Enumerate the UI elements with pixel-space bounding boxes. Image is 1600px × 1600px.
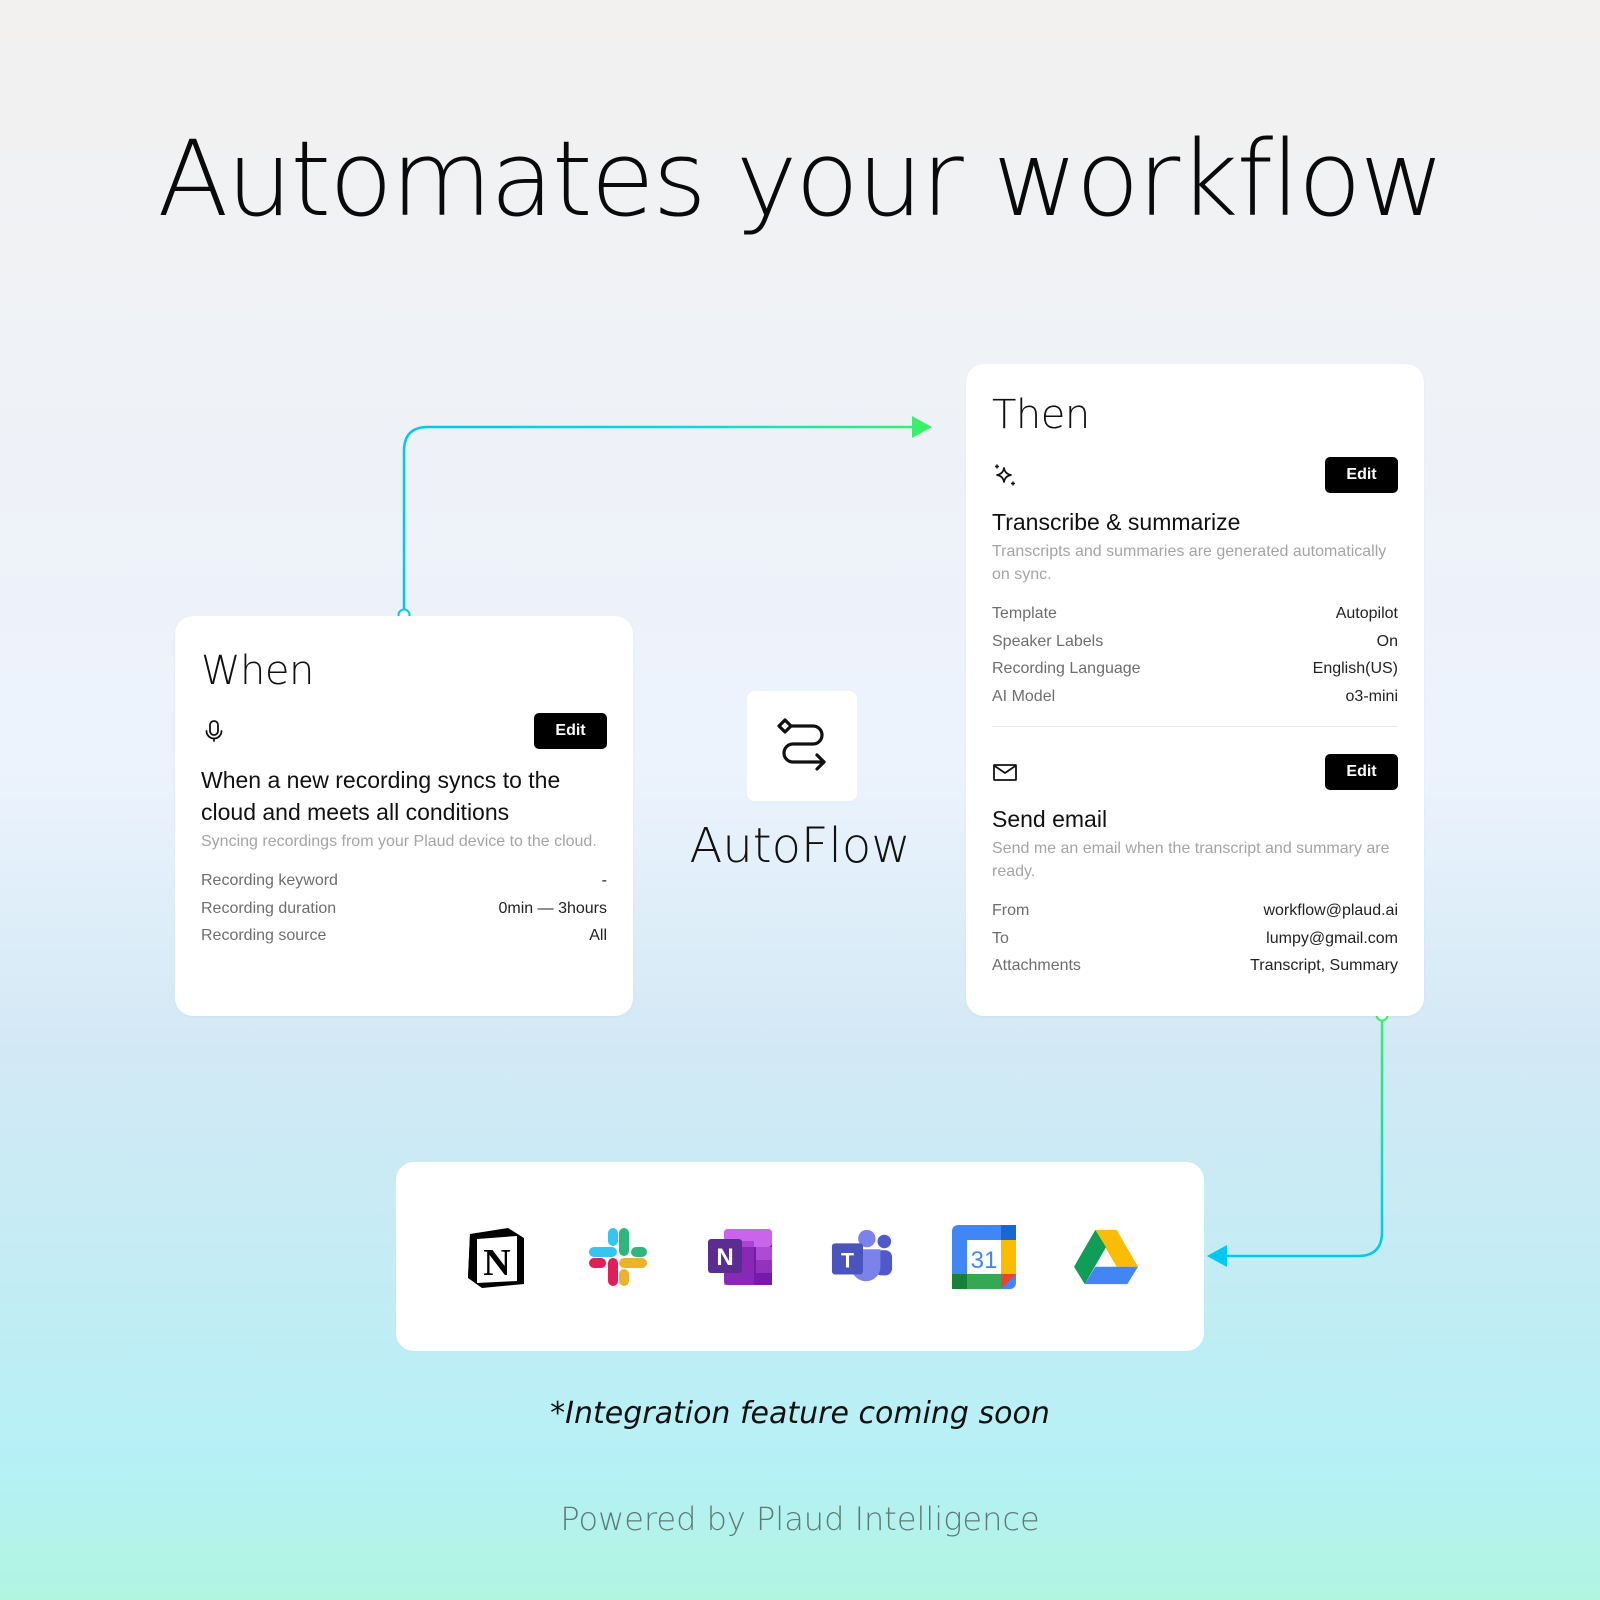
condition-label: Recording duration xyxy=(201,899,337,917)
page-headline: Automates your workflow xyxy=(157,118,1444,240)
transcribe-title: Transcribe & summarize xyxy=(992,509,1241,535)
autoflow-icon-box xyxy=(747,691,857,801)
arrow-head-right xyxy=(912,416,932,438)
svg-text:T: T xyxy=(841,1248,854,1272)
when-trigger-header: Edit xyxy=(201,712,607,750)
powered-by-footer: Powered by Plaud Intelligence xyxy=(560,1500,1040,1538)
transcribe-description: Transcripts and summaries are generated … xyxy=(992,543,1387,583)
then-card-title: Then xyxy=(992,392,1090,438)
setting-label: To xyxy=(992,929,1009,947)
setting-value: workflow@plaud.ai xyxy=(1263,902,1398,919)
onenote-icon[interactable]: N xyxy=(708,1224,772,1290)
microphone-icon xyxy=(201,718,227,744)
then-card: Then Edit Transcribe & summarize Transcr… xyxy=(966,364,1424,1016)
svg-text:N: N xyxy=(716,1244,733,1271)
setting-label: Template xyxy=(992,605,1057,622)
svg-text:N: N xyxy=(483,1242,510,1284)
condition-value: 0min — 3hours xyxy=(498,899,608,917)
when-card-title: When xyxy=(201,648,314,694)
condition-row: Recording duration 0min — 3hours xyxy=(201,895,607,923)
google-drive-icon[interactable] xyxy=(1074,1224,1138,1290)
action-divider xyxy=(992,726,1398,727)
sparkle-icon xyxy=(992,462,1018,488)
condition-value: - xyxy=(601,872,607,889)
when-card: When Edit When a new recording syncs to … xyxy=(175,616,633,1016)
condition-label: Recording keyword xyxy=(201,872,338,889)
integration-note: *Integration feature coming soon xyxy=(550,1396,1050,1431)
setting-value: Autopilot xyxy=(1335,605,1398,622)
condition-row: Recording keyword - xyxy=(201,867,607,895)
condition-row: Recording source All xyxy=(201,922,607,950)
mail-icon xyxy=(992,759,1018,785)
slack-icon[interactable] xyxy=(586,1224,650,1290)
email-settings-list: From workflow@plaud.ai To lumpy@gmail.co… xyxy=(992,897,1398,980)
setting-row: AI Model o3-mini xyxy=(992,683,1398,711)
setting-row: From workflow@plaud.ai xyxy=(992,897,1398,925)
email-edit-button[interactable]: Edit xyxy=(1325,754,1398,790)
setting-row: Recording Language English(US) xyxy=(992,655,1398,683)
when-trigger-description: Syncing recordings from your Plaud devic… xyxy=(201,833,597,850)
autoflow-label: AutoFlow xyxy=(689,818,911,874)
setting-label: Attachments xyxy=(992,957,1081,974)
when-conditions-list: Recording keyword - Recording duration 0… xyxy=(201,867,607,950)
notion-icon[interactable]: N xyxy=(464,1224,528,1290)
setting-value: On xyxy=(1376,632,1398,650)
setting-row: Template Autopilot xyxy=(992,600,1398,628)
setting-value: o3-mini xyxy=(1345,687,1398,705)
teams-icon[interactable]: T xyxy=(830,1224,894,1290)
connector-when-then xyxy=(402,425,916,609)
email-description: Send me an email when the transcript and… xyxy=(992,840,1390,880)
setting-value: Transcript, Summary xyxy=(1250,957,1398,974)
when-edit-button[interactable]: Edit xyxy=(534,713,607,749)
setting-row: Speaker Labels On xyxy=(992,628,1398,656)
integrations-panel: N N xyxy=(396,1162,1204,1351)
condition-value: All xyxy=(589,927,607,944)
route-icon xyxy=(772,714,832,779)
transcribe-settings-list: Template Autopilot Speaker Labels On Rec… xyxy=(992,600,1398,710)
action-header-email: Edit xyxy=(992,753,1398,791)
transcribe-edit-button[interactable]: Edit xyxy=(1325,457,1398,493)
setting-value: lumpy@gmail.com xyxy=(1266,929,1398,947)
setting-row: To lumpy@gmail.com xyxy=(992,925,1398,953)
condition-label: Recording source xyxy=(201,927,327,944)
setting-value: English(US) xyxy=(1312,660,1398,677)
svg-text:31: 31 xyxy=(971,1247,998,1274)
action-header-transcribe: Edit xyxy=(992,456,1398,494)
setting-label: Speaker Labels xyxy=(992,632,1104,650)
setting-row: Attachments Transcript, Summary xyxy=(992,952,1398,980)
email-title: Send email xyxy=(992,806,1108,832)
arrow-head-left xyxy=(1207,1245,1227,1267)
setting-label: Recording Language xyxy=(992,660,1141,677)
google-calendar-icon[interactable]: 31 xyxy=(952,1224,1016,1290)
setting-label: AI Model xyxy=(992,687,1056,705)
connector-then-integrations xyxy=(1222,1020,1384,1258)
setting-label: From xyxy=(992,902,1030,919)
when-trigger-title: When a new recording syncs to the cloud … xyxy=(201,767,561,825)
